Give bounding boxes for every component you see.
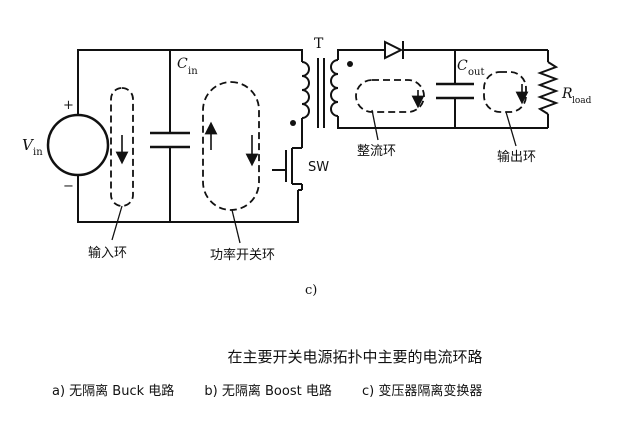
input-capacitor — [150, 131, 190, 149]
transformer-secondary — [330, 59, 339, 117]
minus-sign: − — [63, 179, 74, 194]
output-loop — [483, 71, 527, 113]
output-capacitor — [436, 82, 474, 100]
secondary-dot — [347, 61, 353, 67]
rload-label: R — [561, 86, 573, 102]
transformer-label: T — [314, 36, 324, 52]
switch-mosfet — [272, 147, 303, 191]
figure-caption-subtitles: a) 无隔离 Buck 电路 b) 无隔离 Boost 电路 c) 变压器隔离变… — [52, 380, 508, 399]
caption-item-a: a) 无隔离 Buck 电路 — [52, 384, 175, 399]
panel-label: c) — [305, 283, 317, 298]
transformer-core — [317, 58, 325, 128]
input-wiring — [77, 49, 303, 223]
output-wiring — [337, 49, 549, 129]
input-loop-leader — [111, 205, 123, 241]
input-loop-label: 输入环 — [88, 245, 127, 261]
cout-subscript: out — [468, 67, 484, 78]
rectifier-loop-leader — [371, 109, 379, 141]
figure-caption-title: 在主要开关电源拓扑中主要的电流环路 — [227, 348, 483, 366]
cout-label: C — [457, 58, 468, 74]
caption-item-c: c) 变压器隔离变换器 — [361, 384, 483, 399]
voltage-source — [46, 113, 110, 177]
caption-item-b: b) 无隔离 Boost 电路 — [204, 384, 332, 399]
power-switch-loop — [202, 81, 260, 211]
circuit-diagram: V in + − C in T SW — [22, 36, 592, 298]
power-loop-leader — [231, 209, 241, 244]
output-loop-label: 输出环 — [497, 149, 536, 165]
input-loop — [110, 87, 134, 207]
vin-subscript: in — [33, 147, 43, 158]
rectifier-loop — [355, 79, 425, 113]
power-switch-loop-label: 功率开关环 — [210, 247, 275, 263]
switch-label: SW — [308, 160, 329, 175]
rectifier-loop-label: 整流环 — [357, 144, 396, 159]
load-resistor — [537, 61, 559, 115]
vin-label: V — [22, 136, 35, 154]
primary-dot — [290, 120, 296, 126]
cin-label: C — [177, 56, 188, 72]
cin-subscript: in — [188, 66, 198, 77]
output-loop-leader — [505, 111, 517, 147]
rload-subscript: load — [572, 96, 592, 106]
transformer-primary — [301, 61, 310, 148]
rectifier-diode — [384, 40, 404, 60]
plus-sign: + — [63, 98, 74, 113]
